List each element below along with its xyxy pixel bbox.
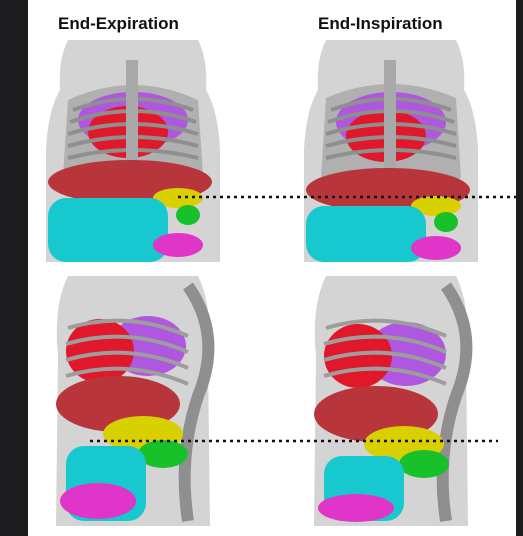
figure-canvas: End-Expiration End-Inspiration: [28, 0, 516, 536]
right-dark-margin: [516, 0, 523, 536]
guide-lines: [28, 0, 516, 536]
left-dark-margin: [0, 0, 28, 536]
